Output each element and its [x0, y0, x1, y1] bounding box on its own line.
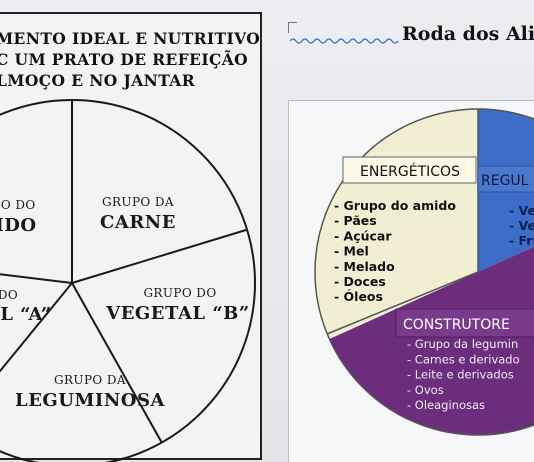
energeticos-item: - Açúcar: [334, 228, 392, 243]
sector-vegetal-a-line2: L “A”: [0, 304, 51, 325]
wheel-title: Roda dos Alim: [402, 23, 534, 45]
plate-divider-right: [71, 229, 247, 284]
plate-divider-bottom: [71, 282, 163, 444]
energeticos-list: - Grupo do amido- Pães- Açúcar- Mel- Mel…: [334, 198, 456, 304]
energeticos-label-box: [342, 156, 477, 184]
sector-vegetal-b-line1: GRUPO DO: [143, 286, 216, 300]
construtores-item: - Grupo da legumin: [407, 337, 518, 351]
plate-title-line-1: MENTO IDEAL E NUTRITIVO: [0, 29, 261, 48]
plate-title: MENTO IDEAL E NUTRITIVO C UM PRATO DE RE…: [0, 28, 261, 91]
construtores-item: - Carnes e derivado: [407, 352, 520, 366]
reguladores-item: - Ve: [509, 203, 534, 218]
sector-leguminosa-line1: GRUPO DA: [54, 373, 126, 387]
construtores-item: - Ovos: [407, 383, 444, 397]
reguladores-list: - Ve- Ve- Fru: [509, 203, 534, 248]
energeticos-item: - Grupo do amido: [334, 198, 456, 213]
plate-circle-group: [0, 99, 256, 462]
sector-vegetal-a-line1: DO: [0, 288, 18, 302]
sector-leguminosa-line2: LEGUMINOSA: [15, 390, 165, 411]
sector-carne-line2: CARNE: [100, 212, 176, 233]
sector-amido-line2: IDO: [0, 215, 37, 236]
plate-divider-left: [0, 273, 73, 284]
wheel-divider-left: [326, 271, 479, 335]
sector-vegetal-b-line2: VEGETAL “B”: [105, 303, 250, 324]
construtores-item: - Leite e derivados: [407, 368, 514, 382]
energeticos-title: ENERGÉTICOS: [360, 163, 460, 180]
energeticos-item: - Mel: [334, 244, 369, 259]
energeticos-item: - Melado: [334, 259, 395, 274]
construtores-label-box: [395, 308, 534, 338]
sector-carne-line1: GRUPO DA: [102, 195, 174, 209]
construtores-item: - Oleaginosas: [407, 398, 485, 412]
reguladores-item: - Ve: [509, 218, 534, 233]
plate-divider-bottom-left: [0, 282, 73, 373]
construtores-list: - Grupo da legumin- Carnes e derivado - L…: [407, 337, 520, 412]
plate-title-line-2: C UM PRATO DE REFEIÇÃO: [0, 50, 249, 69]
construtores-title: CONSTRUTORE: [403, 317, 510, 333]
reguladores-label-box: [477, 165, 534, 193]
reguladores-item: - Fru: [509, 233, 534, 248]
sector-amido-line1: PO DO: [0, 198, 36, 212]
reguladores-title: REGUL: [481, 173, 529, 189]
energeticos-item: - Pães: [334, 213, 377, 228]
plate-title-line-3: LMOÇO E NO JANTAR: [0, 71, 195, 90]
placeholder-corner-mark: [288, 22, 297, 33]
spellcheck-underline: [290, 38, 398, 44]
sector-reguladores-shape: [478, 109, 534, 272]
energeticos-item: - Óleos: [334, 289, 383, 304]
plate-panel: MENTO IDEAL E NUTRITIVO C UM PRATO DE RE…: [0, 12, 262, 460]
energeticos-item: - Doces: [334, 274, 386, 289]
